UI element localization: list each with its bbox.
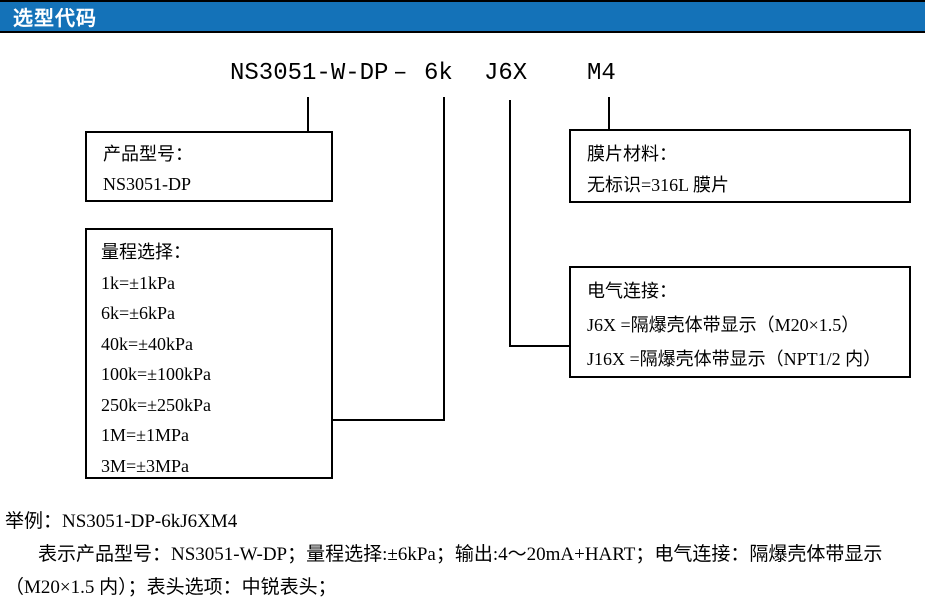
example-description-continued: （M20×1.5 内）；表头选项：中锐表头； (5, 577, 337, 598)
range-selection-title: 量程选择： (101, 242, 191, 262)
connector-display-vertical (608, 97, 610, 129)
connector-range-vertical (443, 97, 445, 421)
product-model-value: NS3051-DP (103, 174, 192, 194)
electrical-connection-title: 电气连接： (587, 281, 677, 301)
example-block: 举例：NS3051-DP-6kJ6XM4 表示产品型号：NS3051-W-DP；… (5, 505, 920, 604)
range-option: 6k=±6kPa (101, 303, 176, 323)
range-option: 1M=±1MPa (101, 425, 190, 445)
code-separator: – (393, 60, 408, 87)
range-option: 250k=±250kPa (101, 394, 212, 415)
connector-range-horizontal (333, 419, 445, 421)
connector-electrical-vertical (509, 100, 511, 347)
section-title: 选型代码 (13, 8, 97, 30)
electrical-connection-box: 电气连接： J6X =隔爆壳体带显示（M20×1.5） J16X =隔爆壳体带显… (569, 266, 911, 378)
example-description-line: 表示产品型号：NS3051-W-DP；量程选择:±6kPa；输出:4～20mA+… (38, 544, 883, 565)
range-option: 1k=±1kPa (101, 272, 176, 293)
diaphragm-material-value: 无标识=316L 膜片 (587, 175, 729, 195)
code-model: NS3051-W-DP (230, 60, 389, 87)
range-selection-box: 量程选择： 1k=±1kPa 6k=±6kPa 40k=±40kPa 100k=… (85, 228, 333, 479)
code-electrical: J6X (484, 60, 528, 87)
diaphragm-material-box: 膜片材料： 无标识=316L 膜片 (569, 129, 911, 203)
diaphragm-material-title: 膜片材料： (587, 144, 677, 164)
code-range: 6k (424, 60, 453, 87)
product-model-title: 产品型号： (103, 144, 193, 164)
range-option: 100k=±100kPa (101, 364, 212, 384)
section-header-bar: 选型代码 (0, 0, 925, 33)
electrical-option: J16X =隔爆壳体带显示（NPT1/2 内） (587, 349, 882, 369)
range-option: 40k=±40kPa (101, 333, 194, 354)
example-code-line: 举例：NS3051-DP-6kJ6XM4 (5, 511, 238, 532)
connector-electrical-horizontal (509, 345, 569, 347)
connector-model-vertical (307, 97, 309, 131)
range-option: 3M=±3MPa (101, 455, 190, 476)
electrical-option: J6X =隔爆壳体带显示（M20×1.5） (587, 315, 860, 335)
code-display: M4 (587, 60, 616, 87)
product-model-box: 产品型号： NS3051-DP (85, 131, 333, 202)
